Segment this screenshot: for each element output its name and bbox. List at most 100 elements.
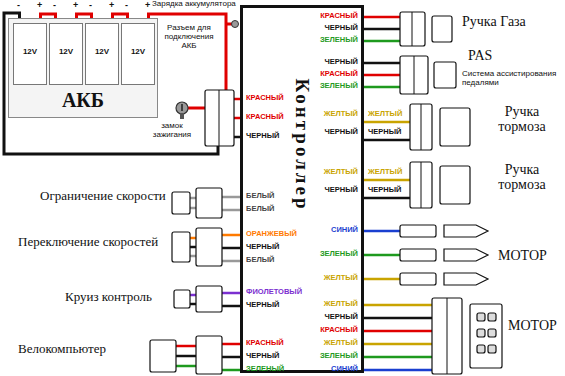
terminal-sign: - xyxy=(17,1,20,11)
wire-color-label: КРАСНЫЙ xyxy=(246,94,284,102)
connector-seam xyxy=(421,104,422,150)
node-text: 12V xyxy=(95,48,109,57)
device-label: Велокомпьютер xyxy=(18,342,106,356)
wire-color-label: ЧЕРНЫЙ xyxy=(368,186,401,194)
terminal-sign: - xyxy=(53,1,56,11)
wire xyxy=(222,292,240,295)
battery-cell: 12V xyxy=(121,23,155,85)
wire-color-label: ЧЕРНЫЙ xyxy=(246,301,279,309)
wire xyxy=(190,255,196,258)
bullet-connector xyxy=(400,273,436,285)
device-label: PAS xyxy=(468,48,492,63)
wire-color-label: КРАСНЫЙ xyxy=(320,12,358,20)
wire xyxy=(190,303,196,306)
wire xyxy=(364,16,400,19)
wire xyxy=(222,234,240,237)
connector xyxy=(174,290,190,308)
wire-color-label: ЗЕЛЕНЫЙ xyxy=(320,250,358,258)
wire-color-label: ЖЕЛТЫЙ xyxy=(324,339,358,347)
wire-color-label: КРАСНЫЙ xyxy=(320,326,358,334)
node-text: Контроллер xyxy=(292,79,313,212)
node-text: 12V xyxy=(131,48,145,57)
wire-color-label: ЧЕРНЫЙ xyxy=(368,128,401,136)
ignition-lock xyxy=(181,104,183,111)
battery-cell: 12V xyxy=(49,23,83,85)
wire-color-label: СИНИЙ xyxy=(331,365,358,373)
connector-pin xyxy=(477,345,485,353)
connector-seam xyxy=(414,56,415,94)
connector xyxy=(400,56,428,94)
wire-color-label: ОРАНЖЕВЫЙ xyxy=(246,230,297,238)
node-text: 12V xyxy=(23,48,37,57)
connector xyxy=(434,62,456,88)
wire-color-label: ЗЕЛЕНЫЙ xyxy=(246,365,284,373)
wire xyxy=(364,40,400,43)
wire xyxy=(364,86,400,89)
connector xyxy=(150,340,176,372)
connector-seam xyxy=(219,90,220,146)
wire xyxy=(222,247,240,250)
wire xyxy=(364,179,410,182)
wire xyxy=(176,345,196,348)
connector xyxy=(440,166,470,204)
wire xyxy=(364,330,432,333)
bullet-connector xyxy=(444,273,488,285)
wire-color-label: ЧЕРНЫЙ xyxy=(325,186,358,194)
wire-color-label: ЗЕЛЕНЫЙ xyxy=(320,36,358,44)
wire-color-label: ЖЕЛТЫЙ xyxy=(324,274,358,282)
wire-color-label: БЕЛЫЙ xyxy=(246,205,274,213)
wire-color-label: СИНИЙ xyxy=(331,226,358,234)
connector-pin xyxy=(488,329,496,337)
battery-pack: АКБ 12V 12V 12V 12V xyxy=(8,18,158,118)
wire-color-label: ЧЕРНЫЙ xyxy=(246,132,279,140)
connector xyxy=(432,16,452,42)
device-label: Ручка тормоза xyxy=(482,162,562,193)
connector xyxy=(172,232,190,262)
wire xyxy=(222,209,240,212)
wire xyxy=(176,365,196,368)
bullet-connector xyxy=(444,249,488,261)
connector-seam xyxy=(412,12,413,46)
wire xyxy=(222,305,240,308)
device-label: МОТОР xyxy=(508,318,557,333)
connector xyxy=(410,104,432,150)
wire-color-label: ЖЕЛТЫЙ xyxy=(324,110,358,118)
terminal-sign: + xyxy=(145,1,150,11)
bullet-connector xyxy=(444,225,488,237)
terminal-sign: + xyxy=(109,1,114,11)
wire-color-label: ЧЕРНЫЙ xyxy=(325,313,358,321)
device-label: Круиз контроль xyxy=(65,290,152,304)
connector xyxy=(196,188,222,218)
terminal-sign: - xyxy=(125,1,128,11)
bullet-connector xyxy=(400,249,436,261)
battery-link xyxy=(188,107,205,110)
wire xyxy=(222,343,240,346)
node-text: 12V xyxy=(59,48,73,57)
node-text: АКБ xyxy=(62,89,104,111)
wire xyxy=(364,230,400,233)
note-label: замок зажигания xyxy=(146,122,198,140)
device-label: Переключение скоростей xyxy=(18,235,158,249)
charging-port xyxy=(232,21,239,28)
wire-color-label: ЧЕРНЫЙ xyxy=(325,24,358,32)
charging-port xyxy=(232,21,239,28)
wire-color-label: ЖЕЛТЫЙ xyxy=(324,168,358,176)
wire xyxy=(222,196,240,199)
wire xyxy=(190,197,196,200)
wire xyxy=(364,304,432,307)
wire xyxy=(364,62,400,65)
terminal-sign: + xyxy=(37,1,42,11)
connector xyxy=(400,12,425,46)
wire xyxy=(364,254,400,257)
wire-color-label: ЖЕЛТЫЙ xyxy=(368,110,402,118)
connector-pin xyxy=(488,345,496,353)
wire-color-label: ЧЕРНЫЙ xyxy=(325,58,358,66)
wire-color-label: ЗЕЛЕНЫЙ xyxy=(320,352,358,360)
wire-color-label: ЖЕЛТЫЙ xyxy=(368,168,402,176)
wire xyxy=(364,28,400,31)
device-label: МОТОР xyxy=(498,248,547,263)
battery-cell: 12V xyxy=(85,23,119,85)
wire-color-label: ЗЕЛЕНЫЙ xyxy=(320,82,358,90)
wire xyxy=(364,121,410,124)
